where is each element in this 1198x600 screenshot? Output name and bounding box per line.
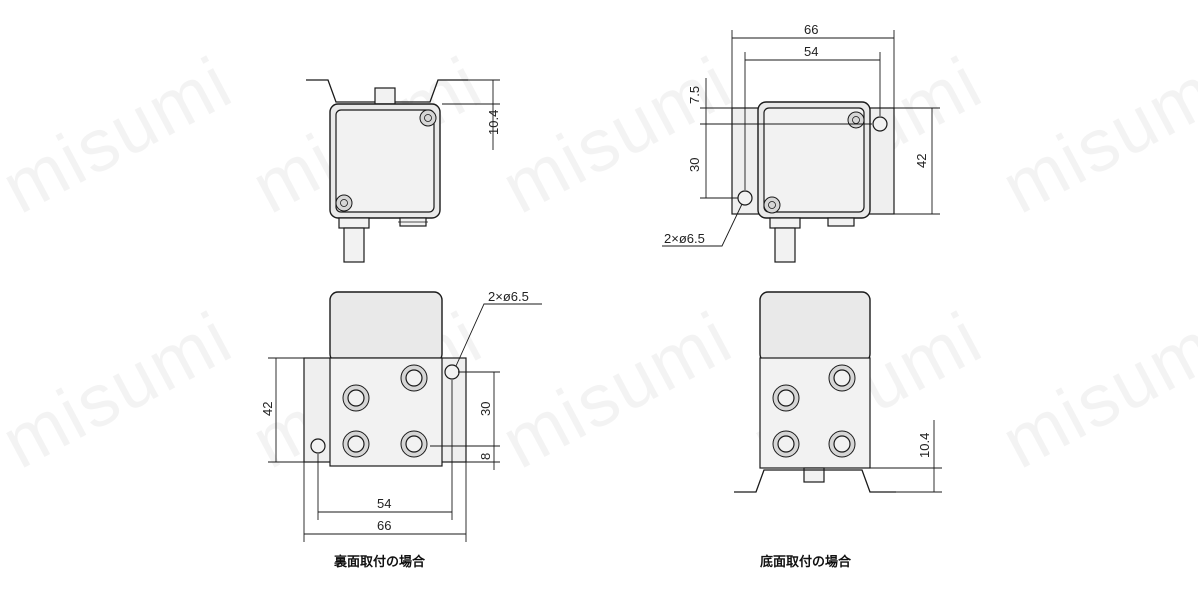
port-center: [347, 435, 365, 453]
watermark-text: misumi: [989, 295, 1198, 484]
screw-icon: [419, 109, 437, 127]
fitting-nut: [827, 217, 855, 227]
fitting-tube: [343, 227, 365, 263]
port-center: [777, 435, 795, 453]
dim-label: 66: [804, 22, 818, 37]
dim-label: 30: [478, 402, 493, 416]
dim-label: 30: [687, 158, 702, 172]
dim-label: 42: [914, 154, 929, 168]
watermark-text: misumi: [489, 295, 745, 484]
dim-label: 8: [478, 453, 493, 460]
dim-label: 54: [804, 44, 818, 59]
hole-callout: 2×ø6.5: [488, 289, 529, 304]
fitting-nut: [769, 217, 801, 229]
watermark-text: misumi: [0, 40, 245, 229]
dim-label: 10.4: [917, 433, 932, 458]
leader-line: [662, 203, 743, 247]
bottom-knob: [803, 467, 825, 483]
view-bottom-left: 2×ø6.5 42 30 8 54 66 裏面取付の場合: [260, 289, 542, 570]
screw-icon: [847, 111, 865, 129]
watermark-text: misumi: [989, 40, 1198, 229]
view-top-right: 66 54 7.5 30 42 2×ø6.5: [662, 22, 940, 263]
port-center: [347, 389, 365, 407]
dim-label: 7.5: [687, 86, 702, 104]
view-top-left: 10.4: [306, 79, 501, 263]
screw-center: [852, 116, 860, 124]
valve-face: [335, 109, 435, 213]
port-center: [833, 369, 851, 387]
watermark-text: misumi: [0, 295, 245, 484]
mount-hole: [872, 116, 888, 132]
port-center: [405, 435, 423, 453]
top-knob: [374, 87, 396, 105]
mount-hole: [737, 190, 753, 206]
screw-center: [768, 201, 776, 209]
screw-center: [340, 199, 348, 207]
port-center: [405, 369, 423, 387]
dim-label: 66: [377, 518, 391, 533]
watermark-group: misumi misumi misumi misumi misumi misum…: [0, 40, 1198, 484]
mount-hole: [444, 364, 460, 380]
screw-icon: [763, 196, 781, 214]
view-bottom-right: 10.4 底面取付の場合: [734, 291, 942, 570]
watermark-text: misumi: [489, 40, 745, 229]
hole-callout: 2×ø6.5: [664, 231, 705, 246]
port-center: [833, 435, 851, 453]
screw-icon: [335, 194, 353, 212]
valve-cover: [329, 291, 443, 363]
port-center: [777, 389, 795, 407]
mount-hole: [310, 438, 326, 454]
dim-label: 54: [377, 496, 391, 511]
fitting-tube: [774, 227, 796, 263]
mounting-bracket: [734, 469, 896, 493]
valve-cover: [759, 291, 871, 363]
caption-back-mount: 裏面取付の場合: [333, 554, 426, 570]
screw-center: [424, 114, 432, 122]
fitting-nut: [338, 217, 370, 229]
dim-label: 42: [260, 402, 275, 416]
caption-bottom-mount: 底面取付の場合: [760, 554, 852, 570]
dim-label: 10.4: [486, 110, 501, 135]
leader-line: [455, 303, 542, 367]
valve-face: [763, 107, 865, 213]
